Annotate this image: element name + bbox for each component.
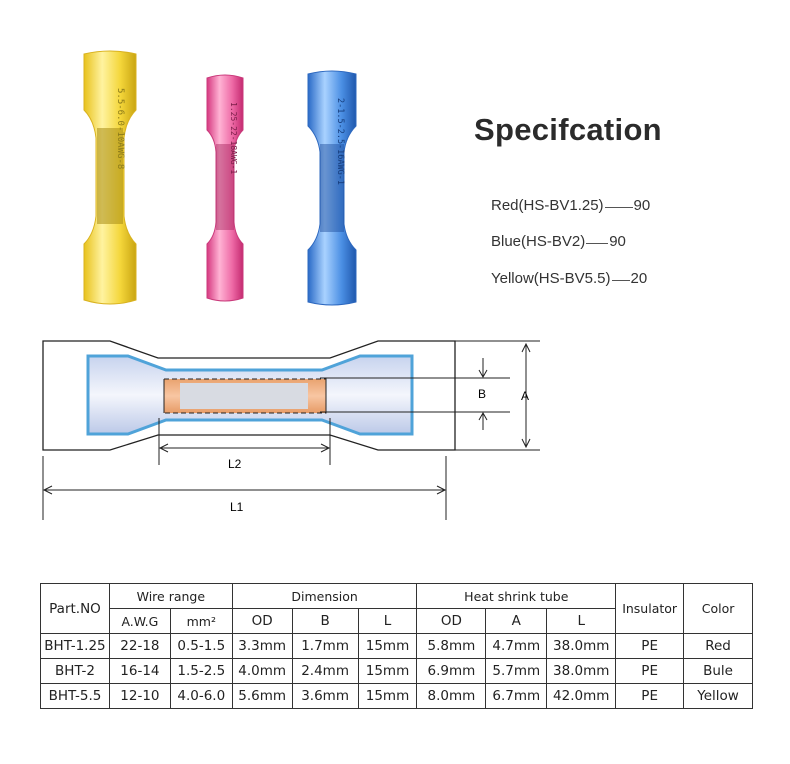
cell-insulator: PE [615, 633, 685, 659]
cell-tube-a: 5.7mm [485, 658, 548, 684]
cell-color: Yellow [683, 683, 753, 709]
leader-line [586, 242, 609, 244]
dimension-label-b: B [478, 387, 486, 401]
blue-connector-photo: 2-1.5-2.5-16AWG-1 [307, 70, 357, 306]
table-header-row: Part.NO Wire range Dimension Heat shrink… [40, 583, 753, 634]
cell-mm2: 1.5-2.5 [169, 658, 233, 684]
cell-l: 15mm [357, 683, 418, 709]
cell-tube-od: 6.9mm [416, 658, 487, 684]
table-row: BHT-1.25 22-18 0.5-1.5 3.3mm 1.7mm 15mm … [40, 633, 753, 659]
spec-item-label: Red(HS-BV1.25) [491, 197, 604, 214]
svg-text:2-1.5-2.5-16AWG-1: 2-1.5-2.5-16AWG-1 [335, 98, 345, 185]
specification-title: Specifcation [474, 112, 662, 147]
cell-awg: 22-18 [108, 633, 171, 659]
header-part-no: Part.NO [40, 583, 110, 634]
svg-text:5.5-6.0-10AWG-8: 5.5-6.0-10AWG-8 [115, 88, 125, 169]
leader-line [611, 279, 630, 281]
subheader-tube-od: OD [416, 608, 487, 634]
cell-od: 4.0mm [231, 658, 293, 684]
cell-tube-l: 42.0mm [546, 683, 617, 709]
cell-part-no: BHT-1.25 [40, 633, 110, 659]
subheader-l: L [357, 608, 418, 634]
yellow-connector-photo: 5.5-6.0-10AWG-8 [83, 50, 137, 305]
cell-mm2: 4.0-6.0 [169, 683, 233, 709]
subheader-b: B [291, 608, 359, 634]
cell-od: 5.6mm [231, 683, 293, 709]
cell-tube-a: 6.7mm [485, 683, 548, 709]
cell-mm2: 0.5-1.5 [169, 633, 233, 659]
cell-part-no: BHT-5.5 [40, 683, 110, 709]
table-row: BHT-2 16-14 1.5-2.5 4.0mm 2.4mm 15mm 6.9… [40, 658, 753, 684]
table-row: BHT-5.5 12-10 4.0-6.0 5.6mm 3.6mm 15mm 8… [40, 683, 753, 709]
cell-part-no: BHT-2 [40, 658, 110, 684]
header-dimension: Dimension [231, 583, 418, 609]
dimension-label-l2: L2 [228, 457, 242, 471]
subheader-od: OD [231, 608, 293, 634]
dimension-label-l1: L1 [230, 500, 244, 514]
cell-tube-l: 38.0mm [546, 633, 617, 659]
subheader-tube-l: L [546, 608, 617, 634]
svg-text:1.25-22-18AWG-1: 1.25-22-18AWG-1 [229, 102, 238, 174]
pink-connector-photo: 1.25-22-18AWG-1 [206, 74, 244, 302]
cell-tube-od: 8.0mm [416, 683, 487, 709]
header-color: Color [683, 583, 753, 634]
cell-l: 15mm [357, 658, 418, 684]
spec-item-value: 90 [633, 197, 651, 214]
spec-item-label: Yellow(HS-BV5.5) [491, 270, 611, 287]
spec-item-value: 20 [630, 270, 648, 287]
cell-tube-a: 4.7mm [485, 633, 548, 659]
cell-awg: 12-10 [108, 683, 171, 709]
connector-dimension-diagram: B A L2 L1 [42, 340, 540, 520]
spec-item-blue: Blue(HS-BV2) 90 [491, 233, 626, 250]
subheader-mm2: mm² [169, 608, 233, 634]
leader-line [604, 206, 633, 208]
barrel-inner [180, 383, 308, 409]
subheader-tube-a: A [485, 608, 548, 634]
header-insulator: Insulator [615, 583, 685, 634]
cell-b: 2.4mm [291, 658, 359, 684]
cell-b: 3.6mm [291, 683, 359, 709]
cell-l: 15mm [357, 633, 418, 659]
dimension-label-a: A [521, 389, 529, 403]
cell-insulator: PE [615, 683, 685, 709]
cell-tube-od: 5.8mm [416, 633, 487, 659]
cell-color: Red [683, 633, 753, 659]
header-wire-range: Wire range [108, 583, 233, 609]
cell-insulator: PE [615, 658, 685, 684]
cell-tube-l: 38.0mm [546, 658, 617, 684]
spec-item-value: 90 [609, 233, 626, 250]
spec-item-label: Blue(HS-BV2) [491, 233, 586, 250]
spec-item-red: Red(HS-BV1.25) 90 [491, 197, 650, 214]
cell-awg: 16-14 [108, 658, 171, 684]
cell-color: Bule [683, 658, 753, 684]
subheader-awg: A.W.G [108, 608, 171, 634]
specification-table: Part.NO Wire range Dimension Heat shrink… [40, 583, 753, 709]
cell-od: 3.3mm [231, 633, 293, 659]
header-heat-shrink-tube: Heat shrink tube [416, 583, 617, 609]
cell-b: 1.7mm [291, 633, 359, 659]
spec-item-yellow: Yellow(HS-BV5.5) 20 [491, 270, 647, 287]
